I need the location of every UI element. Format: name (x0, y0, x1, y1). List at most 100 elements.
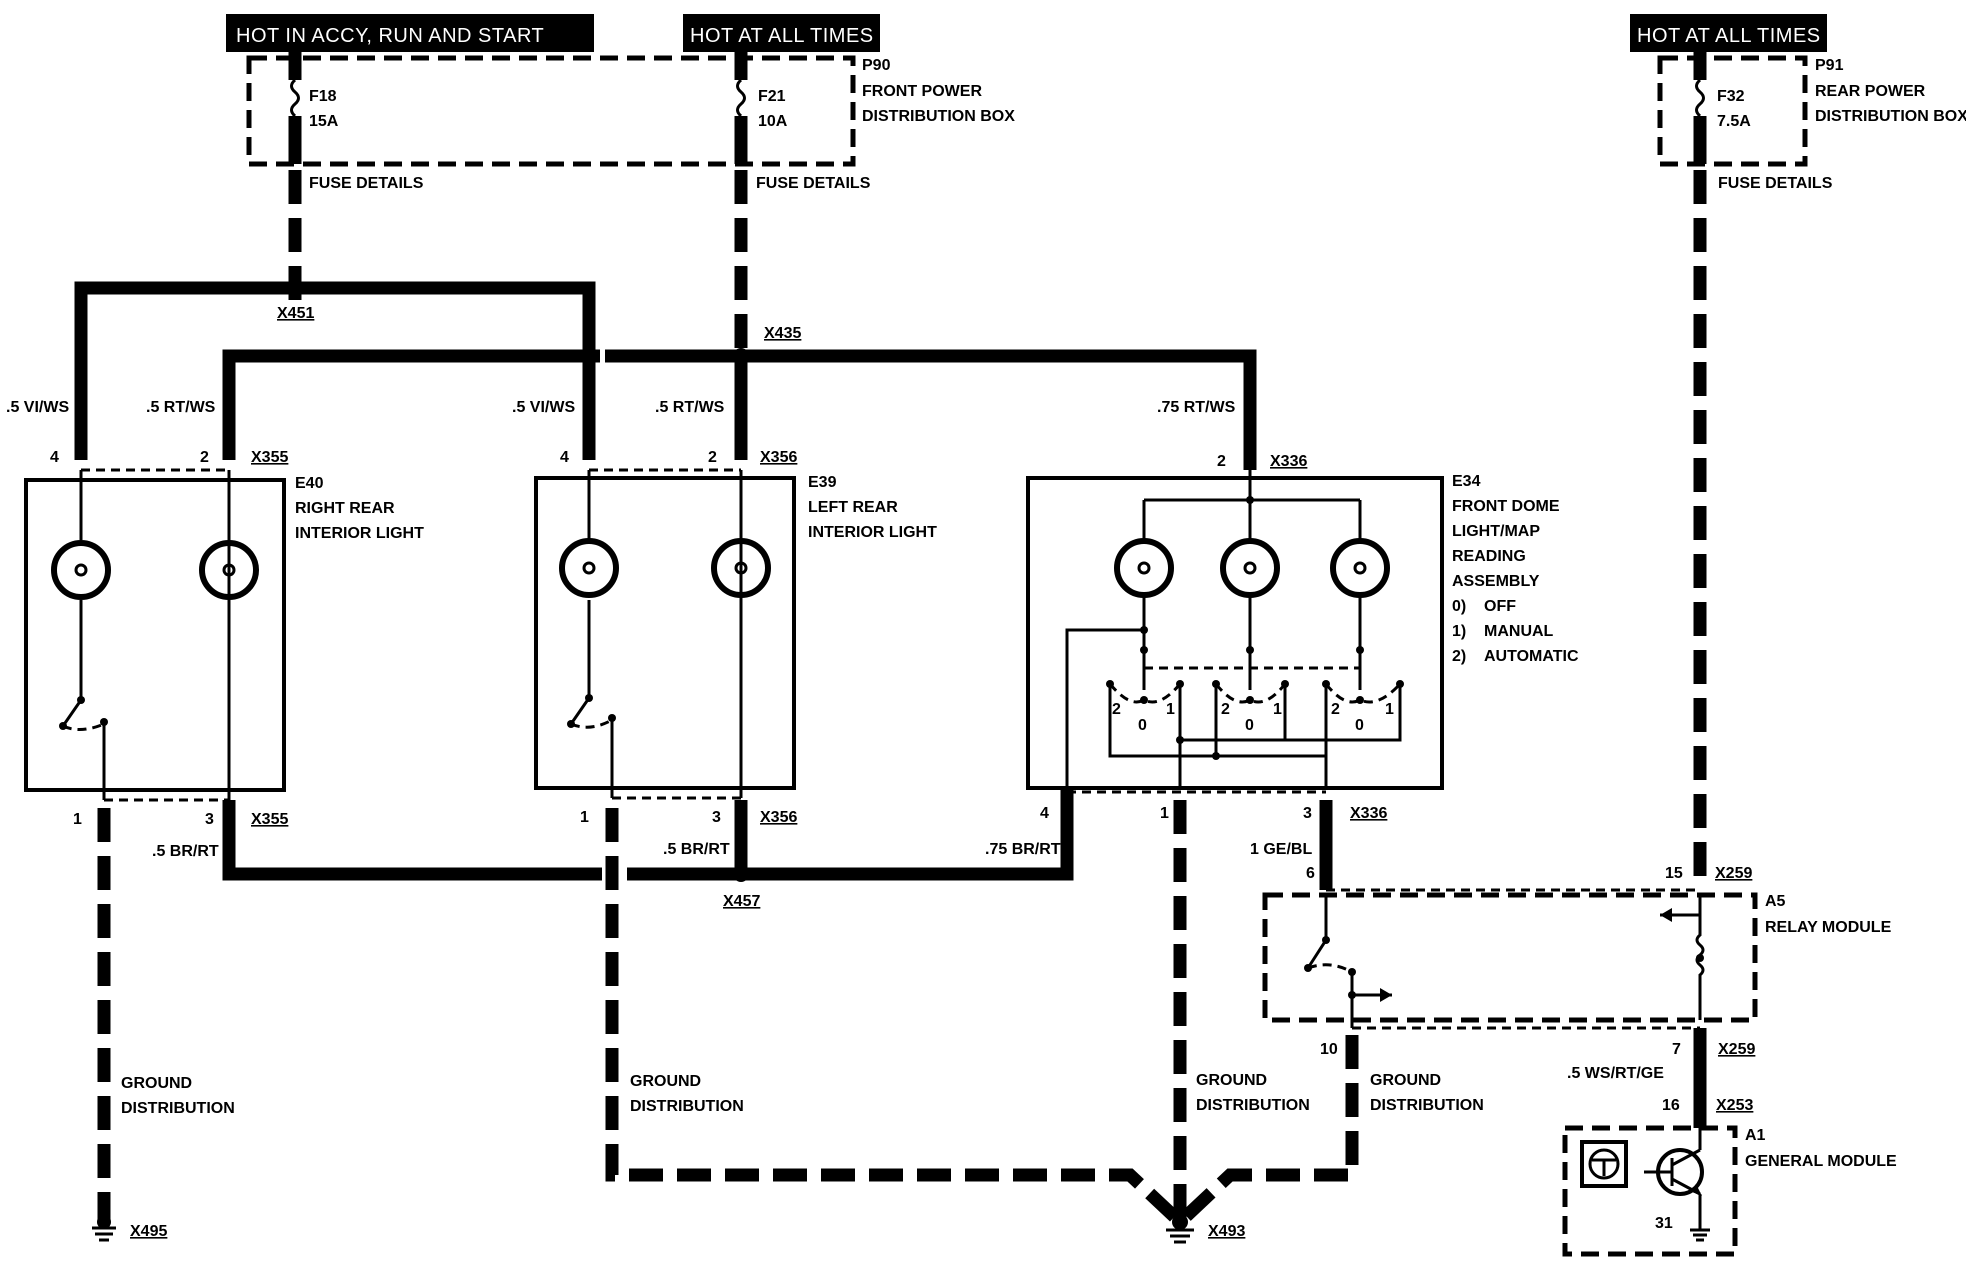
ground-label-2-line2: DISTRIBUTION (630, 1098, 744, 1115)
header-hot-at-all-times-bar (683, 14, 880, 52)
p90-id: P90 (862, 57, 891, 74)
fuse-details-label-3: FUSE DETAILS (1718, 175, 1833, 192)
splice-x457 (733, 866, 749, 882)
wire-label-rt-ws-1: .5 RT/WS (146, 399, 216, 416)
a1-id: A1 (1745, 1127, 1766, 1144)
conn-x356-top: X356 (760, 449, 797, 466)
splice-x451 (287, 280, 303, 296)
e40-right-rear-light-box (24, 478, 286, 792)
fuse-f21-id: F21 (758, 88, 786, 105)
e34-mode-1-num: 1) (1452, 623, 1466, 640)
pin-e40-1: 1 (73, 811, 82, 828)
e34-sw-label-2a: 2 (1112, 701, 1121, 718)
fuse-f32-symbol (1695, 78, 1705, 118)
wire-label-br-rt-1: .5 BR/RT (152, 843, 219, 860)
ground-label-4-line2: DISTRIBUTION (1370, 1097, 1484, 1114)
header-hot-text-2: HOT AT ALL TIMES (1637, 25, 1821, 47)
wire-ground-e39 (605, 808, 1185, 1227)
e40-bulb-icon-1 (51, 540, 111, 600)
fuse-f32-rating: 7.5A (1717, 113, 1751, 130)
pin-e34-2: 2 (1217, 453, 1226, 470)
e40-id: E40 (295, 475, 324, 492)
rear-power-distribution-box (1657, 55, 1808, 167)
e34-line1: FRONT DOME (1452, 498, 1560, 515)
e34-bulb-icon-2 (1220, 538, 1280, 598)
conn-x495: X495 (130, 1223, 167, 1240)
e40-line2: INTERIOR LIGHT (295, 525, 424, 542)
e34-sw-label-1b: 1 (1273, 701, 1282, 718)
p90-line1: FRONT POWER (862, 83, 982, 100)
pin-a5-6: 6 (1306, 865, 1315, 882)
e34-line3: READING (1452, 548, 1526, 565)
pin-e39-3: 3 (712, 809, 721, 826)
wire-label-rt-ws-2: .5 RT/WS (655, 399, 725, 416)
splice-x451-label: X451 (277, 305, 314, 322)
e34-front-dome-box (1026, 476, 1444, 790)
pin-e34-1: 1 (1160, 805, 1169, 822)
p90-line2: DISTRIBUTION BOX (862, 108, 1015, 125)
wire-rt-ws-bus-left (222, 349, 600, 460)
e34-mode-2-label: AUTOMATIC (1484, 648, 1579, 665)
pin-e40-4: 4 (50, 449, 59, 466)
ground-label-2-line1: GROUND (630, 1073, 701, 1090)
e39-line1: LEFT REAR (808, 499, 898, 516)
conn-x259-bottom: X259 (1718, 1041, 1755, 1058)
e34-line4: ASSEMBLY (1452, 573, 1540, 590)
pin-a5-15: 15 (1665, 865, 1683, 882)
ground-label-1-line1: GROUND (121, 1075, 192, 1092)
wire-label-ws-rt-ge: .5 WS/RT/GE (1567, 1065, 1664, 1082)
e34-line2: LIGHT/MAP (1452, 523, 1540, 540)
conn-x336-top: X336 (1270, 453, 1307, 470)
ground-label-3-line2: DISTRIBUTION (1196, 1097, 1310, 1114)
e34-sw-label-2b: 2 (1221, 701, 1230, 718)
e34-bulb-icon-3 (1330, 538, 1390, 598)
fuse-f18-symbol (290, 78, 300, 118)
a1-ground-icon (1690, 1228, 1710, 1242)
pin-e39-2: 2 (708, 449, 717, 466)
fuse-f18-id: F18 (309, 88, 337, 105)
front-power-distribution-box (246, 55, 856, 167)
e34-mode-2-num: 2) (1452, 648, 1466, 665)
ground-label-4-line1: GROUND (1370, 1072, 1441, 1089)
e39-bulb-icon-2 (711, 538, 771, 598)
pin-e40-2: 2 (200, 449, 209, 466)
conn-x259-top: X259 (1715, 865, 1752, 882)
wire-label-ge-bl: 1 GE/BL (1250, 841, 1312, 858)
header-accy-bar (226, 14, 594, 52)
fuse-f21-rating: 10A (758, 113, 788, 130)
a1-line1: GENERAL MODULE (1745, 1153, 1897, 1170)
splice-x457-label: X457 (723, 893, 760, 910)
pin-e39-1: 1 (580, 809, 589, 826)
pin-e40-3: 3 (205, 811, 214, 828)
ground-x495-icon (92, 1226, 116, 1242)
e34-sw-label-1c: 1 (1385, 701, 1394, 718)
a1-general-module-box (1562, 1125, 1738, 1257)
pin-e34-4: 4 (1040, 805, 1049, 822)
ground-x493-icon (1166, 1228, 1194, 1244)
header-accy-text: HOT IN ACCY, RUN AND START (236, 25, 544, 47)
e40-line1: RIGHT REAR (295, 500, 395, 517)
e40-bulb-icon-2 (199, 540, 259, 600)
p91-line1: REAR POWER (1815, 83, 1926, 100)
pin-a5-7: 7 (1672, 1041, 1681, 1058)
a5-relay-module-box (1262, 892, 1758, 1023)
e34-sw-label-1a: 1 (1166, 701, 1175, 718)
e39-left-rear-light-box (534, 476, 796, 790)
pin-e34-3: 3 (1303, 805, 1312, 822)
conn-x355-top: X355 (251, 449, 288, 466)
a5-relay-coil (1695, 915, 1705, 1020)
e34-sw-label-0a: 0 (1138, 717, 1147, 734)
wire-label-br-rt-75: .75 BR/RT (985, 841, 1061, 858)
pin-a1-16: 16 (1662, 1097, 1680, 1114)
a1-module-icon (1580, 1140, 1628, 1188)
wire-br-rt-left (222, 800, 602, 881)
e34-mode-0-num: 0) (1452, 598, 1466, 615)
e34-bulb-icon-1 (1114, 538, 1174, 598)
wire-label-vi-ws-2: .5 VI/WS (512, 399, 575, 416)
ground-label-3-line1: GROUND (1196, 1072, 1267, 1089)
fuse-details-label-1: FUSE DETAILS (309, 175, 424, 192)
e34-sw-label-2c: 2 (1331, 701, 1340, 718)
e34-id: E34 (1452, 473, 1481, 490)
header-hot-text-1: HOT AT ALL TIMES (690, 25, 874, 47)
conn-x253: X253 (1716, 1097, 1753, 1114)
